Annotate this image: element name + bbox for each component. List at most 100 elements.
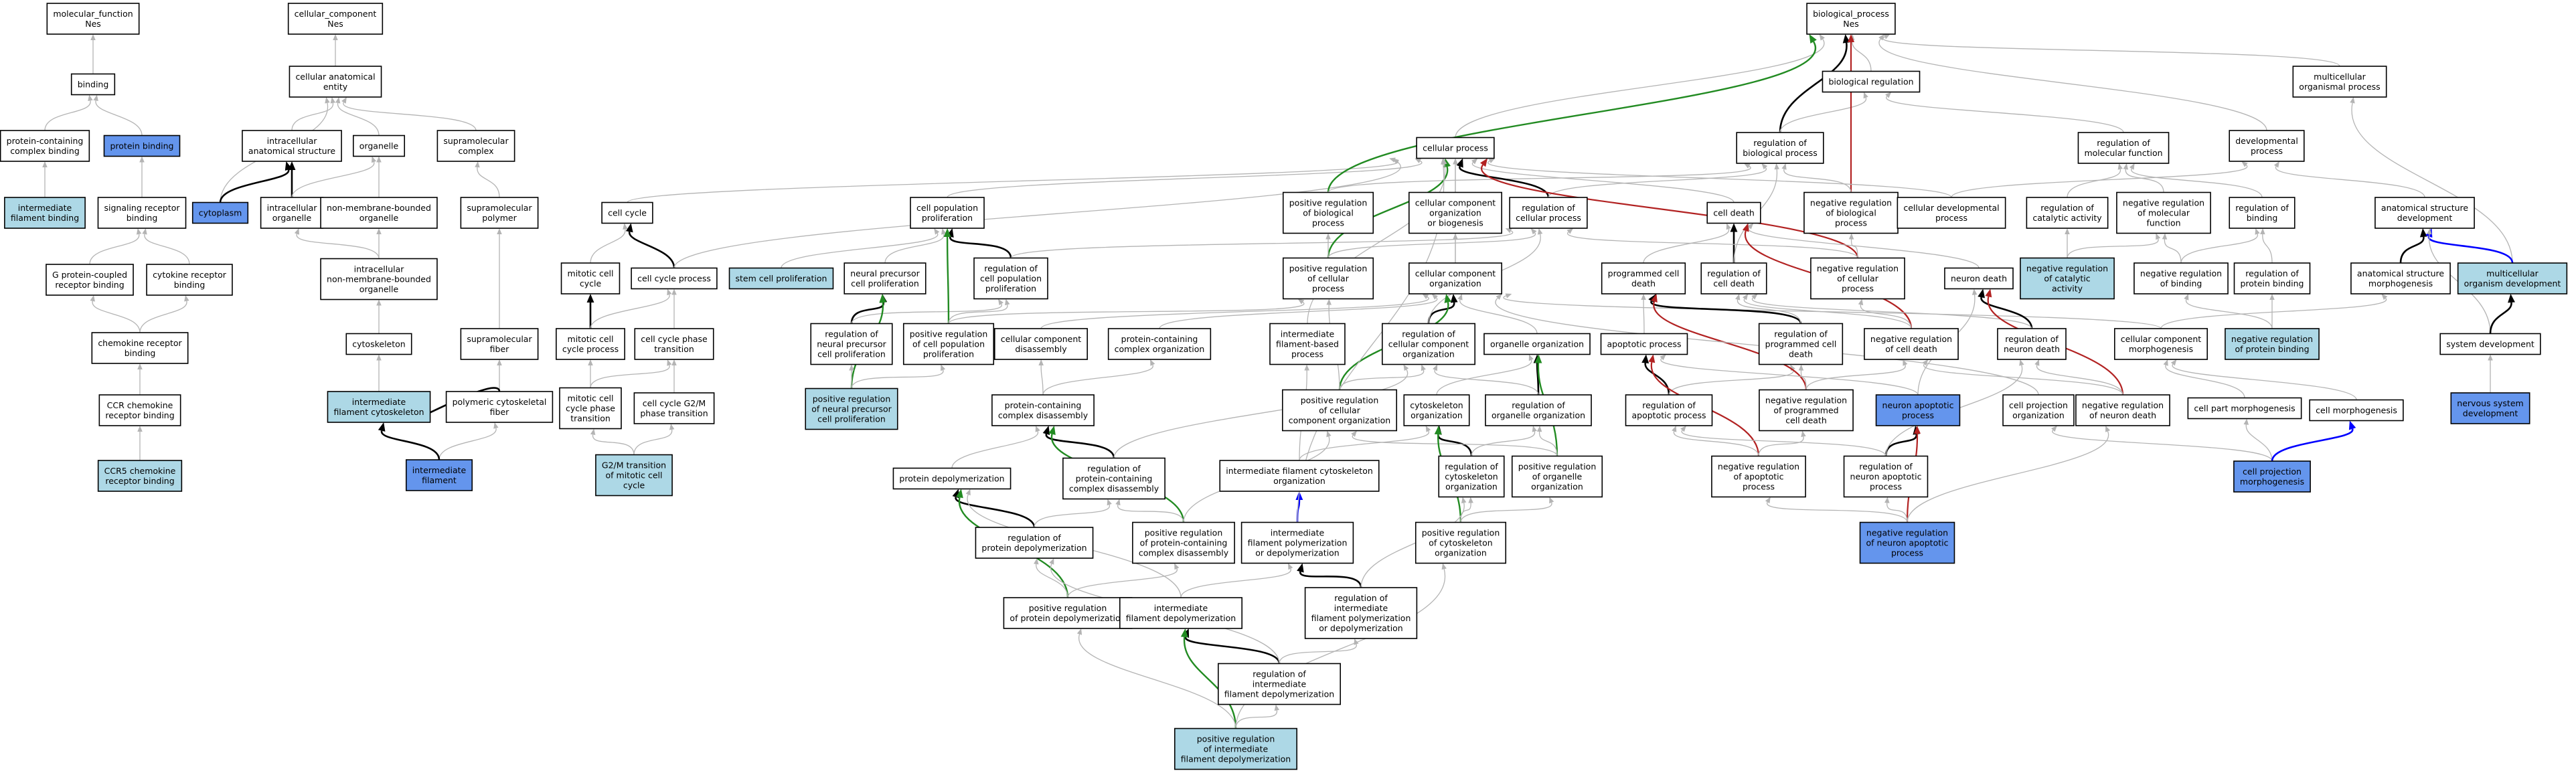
go-term-node-ccp[interactable]: cell cycle process [631, 267, 718, 290]
go-term-node-ifcsko[interactable]: intermediate filament cytoskeletonorgani… [1219, 460, 1380, 492]
go-term-node-cyto[interactable]: cytoplasm [191, 201, 249, 224]
go-term-node-pb[interactable]: protein binding [103, 135, 181, 157]
go-term-node-scp[interactable]: stem cell proliferation [728, 267, 834, 290]
go-term-node-cdeath[interactable]: cell death [1706, 201, 1761, 224]
go-term-node-cpm[interactable]: cell part morphogenesis [2187, 397, 2302, 420]
go-term-node-pdp[interactable]: protein depolymerization [892, 467, 1012, 490]
go-term-node-ndeath[interactable]: neuron death [1944, 267, 2014, 290]
go-term-node-ccyc[interactable]: cell cycle [601, 201, 653, 224]
go-term-node-apop[interactable]: apoptotic process [1600, 333, 1688, 355]
go-term-node-sysdev[interactable]: system development [2439, 333, 2541, 355]
go-term-node-inmbo[interactable]: intracellularnon-membrane-boundedorganel… [320, 258, 438, 301]
go-term-node-bind[interactable]: binding [70, 73, 116, 96]
go-term-node-celp[interactable]: cellular process [1416, 137, 1495, 159]
go-term-node-oorg[interactable]: organelle organization [1483, 333, 1591, 355]
go-term-node-cmorph[interactable]: cell morphogenesis [2309, 399, 2404, 422]
go-term-node-org[interactable]: organelle [352, 135, 406, 157]
go-term-node-csk[interactable]: cytoskeleton [345, 333, 412, 355]
go-term-node-breg[interactable]: biological regulation [1822, 70, 1921, 93]
